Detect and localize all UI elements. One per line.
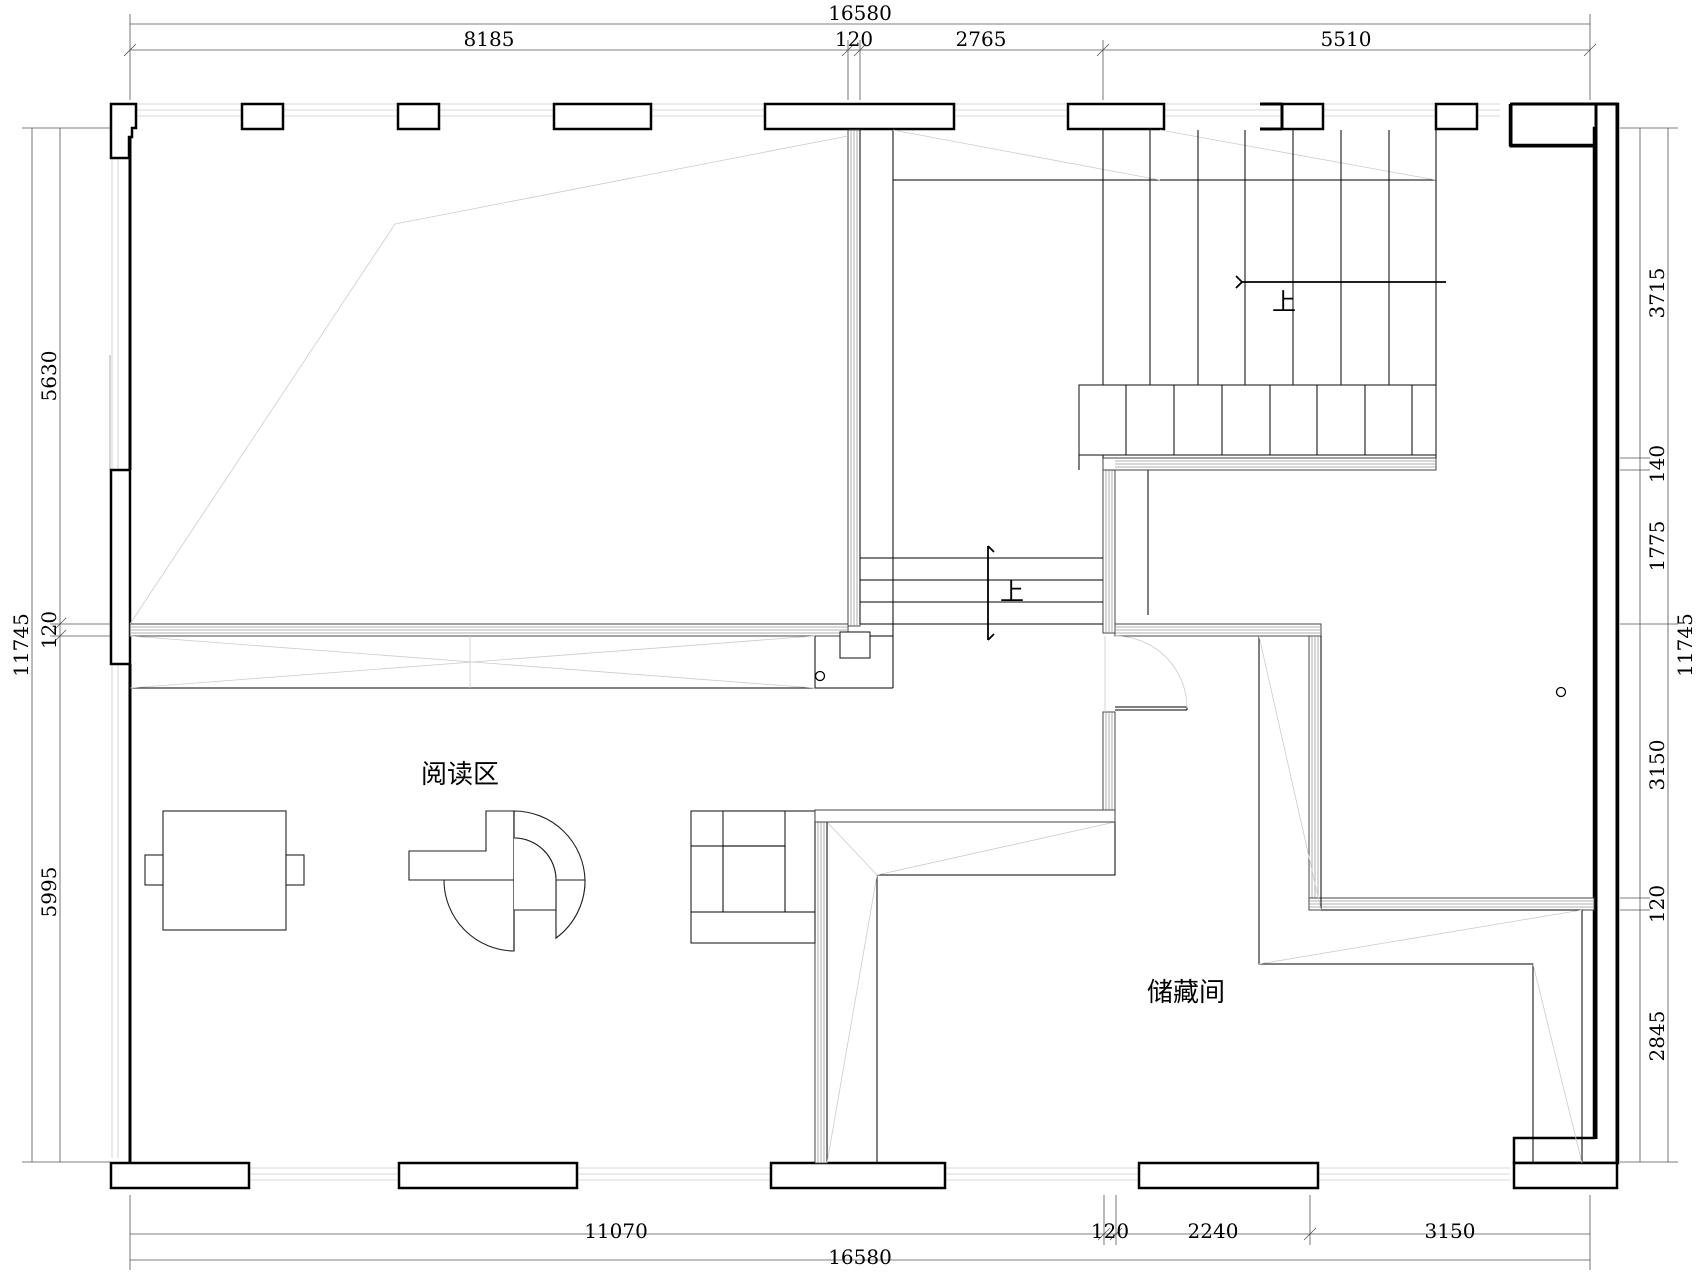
dim-bottom-2: 120 — [1091, 1219, 1129, 1243]
stair-up-label-main: 上 — [1272, 288, 1296, 316]
dim-bottom-total: 16580 — [828, 1245, 892, 1269]
dim-top-total: 16580 — [828, 1, 892, 25]
dim-bottom-1: 11070 — [584, 1219, 648, 1243]
window-lines — [109, 103, 1510, 1181]
wall-piers — [109, 102, 1620, 1190]
dimension-labels: 16580 8185 120 2765 5510 11070 120 2240 … — [9, 1, 1697, 1269]
dim-right-4: 3150 — [1645, 740, 1669, 791]
dim-bottom-4: 3150 — [1425, 1219, 1476, 1243]
small-stair: 上 — [860, 545, 1103, 641]
dim-top-4: 5510 — [1321, 27, 1372, 51]
room-label-reading: 阅读区 — [421, 760, 499, 790]
dim-left-total: 11745 — [9, 613, 33, 677]
dim-bottom-3: 2240 — [1188, 1219, 1239, 1243]
dim-right-2: 140 — [1645, 445, 1669, 483]
dim-right-1: 3715 — [1645, 268, 1669, 319]
chair-left-a — [144, 854, 164, 886]
dim-right-5: 120 — [1645, 885, 1669, 923]
dim-top-2: 120 — [835, 27, 873, 51]
dim-left-3: 5995 — [37, 867, 61, 918]
chair-left-b — [285, 854, 305, 886]
stair-up-label-small: 上 — [1000, 578, 1024, 606]
dim-right-6: 2845 — [1645, 1011, 1669, 1062]
room-label-storage: 储藏间 — [1147, 978, 1225, 1008]
dim-right-3: 1775 — [1645, 521, 1669, 572]
round-table-group — [408, 810, 515, 890]
interior-walls — [129, 129, 1595, 1164]
reading-furniture — [144, 809, 1116, 952]
dim-top-3: 2765 — [956, 27, 1007, 51]
upper-left-room — [129, 135, 849, 625]
dim-left-2: 120 — [37, 611, 61, 649]
dimension-lines — [22, 14, 1678, 1270]
dim-top-1: 8185 — [464, 27, 515, 51]
dim-right-total: 11745 — [1673, 613, 1697, 677]
table-left — [162, 810, 287, 931]
storage-shelving — [826, 635, 1583, 1164]
main-stair: 上 — [892, 129, 1446, 470]
dim-left-1: 5630 — [37, 351, 61, 402]
